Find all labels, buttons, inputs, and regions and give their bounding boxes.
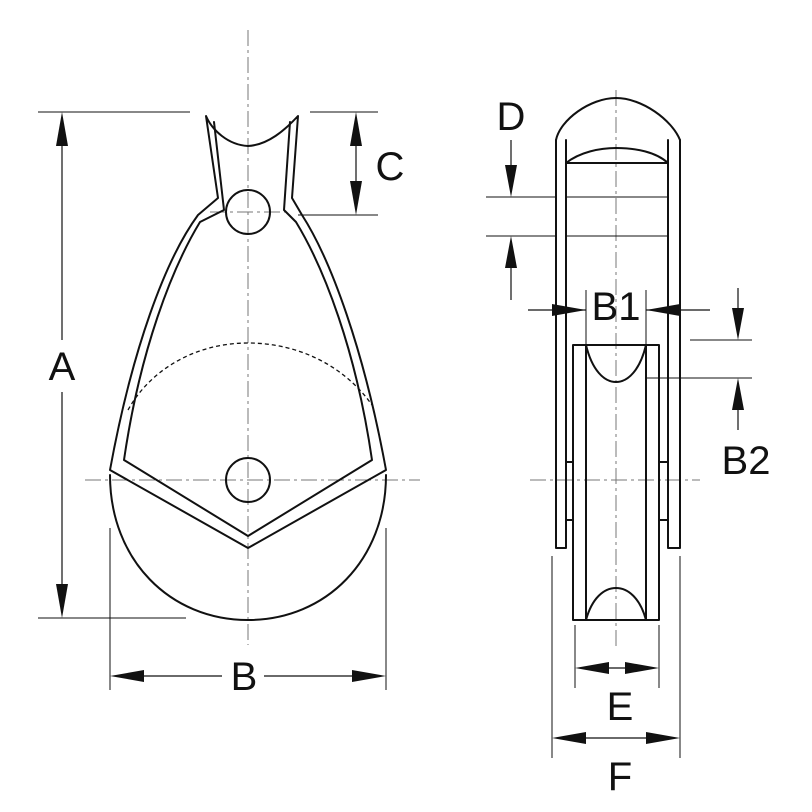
dim-F-arrow-right	[646, 732, 680, 744]
dim-D-label: D	[497, 95, 526, 139]
dim-B-arrow-left	[110, 670, 144, 682]
dim-B2-label: B2	[722, 439, 771, 483]
dimension-D: D	[486, 95, 556, 300]
dim-B-label: B	[231, 655, 258, 699]
dim-C-arrow-bottom	[350, 181, 362, 215]
dimension-B: B	[109, 528, 387, 699]
right-frame-plate	[667, 139, 681, 549]
dim-A-arrow-bottom	[56, 584, 68, 618]
dim-B-arrow-right	[352, 670, 386, 682]
dim-D-arrow-top	[505, 165, 517, 197]
dimension-C: C	[298, 111, 405, 216]
dim-B1-arrow-right	[646, 304, 680, 316]
top-hole	[225, 189, 271, 235]
dim-F-label: F	[608, 755, 632, 799]
dim-E-arrow-right	[625, 662, 659, 674]
dim-B2-arrow-bottom	[732, 378, 744, 410]
dim-B1-arrow-left	[552, 304, 586, 316]
frame-outer-outline	[109, 115, 387, 549]
dimension-B1: B1	[528, 285, 710, 345]
dim-C-arrow-top	[350, 112, 362, 146]
dim-B2-arrow-top	[732, 308, 744, 340]
front-view: A B C	[38, 30, 420, 699]
left-frame-plate	[555, 139, 567, 549]
dim-A-label: A	[49, 345, 76, 389]
dimension-E: E	[574, 625, 660, 729]
axle-hole	[225, 457, 271, 503]
frame-inner-outline	[123, 121, 373, 537]
top-saddle-outline	[555, 97, 681, 141]
dim-E-arrow-left	[575, 662, 609, 674]
sheave-hidden-arc	[127, 342, 373, 411]
left-bushing	[565, 461, 574, 521]
dim-C-label: C	[376, 145, 405, 189]
top-saddle-inner-arc	[565, 147, 669, 164]
dim-E-label: E	[607, 685, 634, 729]
dim-F-arrow-left	[552, 732, 586, 744]
side-view: D B1 B2 E	[486, 90, 770, 799]
dimension-F: F	[551, 556, 681, 799]
dim-A-arrow-top	[56, 112, 68, 146]
right-bushing	[658, 461, 669, 521]
dim-B1-label: B1	[592, 285, 641, 329]
dimension-B2: B2	[646, 288, 770, 483]
dim-D-arrow-bottom	[505, 236, 517, 268]
groove-top	[585, 344, 647, 383]
sheave-outline	[109, 474, 387, 621]
groove-bottom	[585, 587, 647, 621]
dimension-A: A	[38, 111, 190, 619]
